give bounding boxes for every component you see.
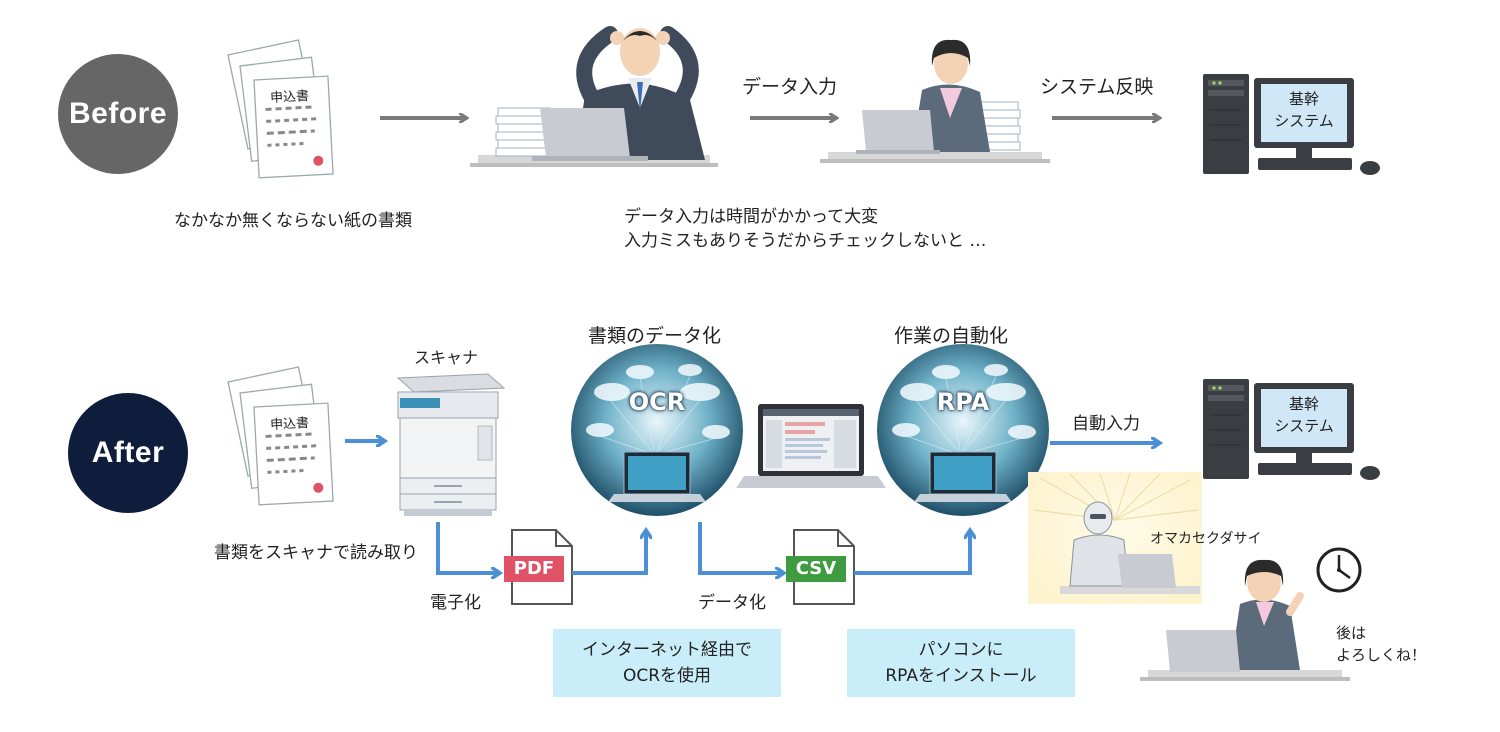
arrow-pdf-to-ocr bbox=[572, 532, 646, 575]
label-scanner: スキャナ bbox=[414, 348, 479, 367]
server-before-line1: 基幹 bbox=[1288, 90, 1319, 108]
csv-badge-label: CSV bbox=[795, 558, 837, 579]
before-badge: Before bbox=[58, 54, 178, 174]
paper-forms-after-icon bbox=[227, 366, 334, 506]
label-data-conversion: データ化 bbox=[698, 593, 766, 613]
ocr-globe-label: OCR bbox=[628, 388, 686, 416]
note-rpa-installed: パソコンに RPAをインストール bbox=[847, 629, 1075, 697]
ocr-cloud-globe-icon bbox=[571, 344, 743, 516]
relaxed-worker-illustration bbox=[1140, 559, 1350, 681]
before-label: Before bbox=[68, 97, 168, 130]
after-badge: After bbox=[68, 393, 188, 513]
server-after-line1: 基幹 bbox=[1288, 395, 1319, 413]
caption-paper-documents: なかなか無くならない紙の書類 bbox=[174, 211, 412, 231]
note-ocr-line2: OCRを使用 bbox=[622, 666, 712, 686]
server-screen-text-after: 基幹 システム bbox=[1261, 393, 1347, 437]
core-system-server-before-icon bbox=[1203, 74, 1380, 175]
paper-forms-before-icon bbox=[227, 39, 334, 179]
stressed-worker-illustration bbox=[470, 26, 718, 167]
caption-scan-documents: 書類をスキャナで読み取り bbox=[214, 543, 418, 563]
worker-speech-text: 後は よろしくね！ bbox=[1336, 622, 1426, 666]
worker-speech-line1: 後は bbox=[1336, 624, 1367, 642]
form-label-before: 申込書 bbox=[269, 88, 310, 107]
data-entry-worker-illustration bbox=[820, 39, 1050, 163]
after-label: After bbox=[91, 436, 165, 469]
label-data-entry: データ入力 bbox=[742, 76, 838, 98]
server-before-line2: システム bbox=[1274, 112, 1334, 130]
form-label-after: 申込書 bbox=[269, 415, 310, 434]
caption-worker-problem: データ入力は時間がかかって大変 入力ミスもありそうだからチェックしないと … bbox=[624, 205, 986, 253]
caption-worker-line2: 入力ミスもありそうだからチェックしないと … bbox=[624, 231, 987, 251]
core-system-server-after-icon bbox=[1203, 379, 1380, 480]
pdf-badge-label: PDF bbox=[513, 558, 555, 579]
rpa-globe-label: RPA bbox=[936, 388, 990, 416]
note-ocr-via-internet: インターネット経由で OCRを使用 bbox=[553, 629, 781, 697]
caption-worker-line1: データ入力は時間がかかって大変 bbox=[624, 207, 879, 227]
laptop-software-icon bbox=[736, 404, 886, 488]
server-screen-text-before: 基幹 システム bbox=[1261, 88, 1347, 132]
worker-speech-line2: よろしくね！ bbox=[1336, 646, 1427, 664]
title-task-automation: 作業の自動化 bbox=[894, 325, 1009, 347]
label-system-reflect: システム反映 bbox=[1040, 76, 1154, 98]
robot-speech-text: オマカセクダサイ bbox=[1150, 531, 1262, 547]
label-auto-input: 自動入力 bbox=[1072, 414, 1140, 434]
arrow-ocr-to-csv bbox=[698, 522, 782, 573]
clock-icon bbox=[1316, 547, 1362, 593]
rpa-cloud-globe-icon bbox=[877, 344, 1049, 516]
robot-assistant-illustration bbox=[1028, 472, 1202, 604]
title-document-digitization: 書類のデータ化 bbox=[588, 325, 722, 347]
arrow-csv-to-rpa bbox=[854, 532, 970, 575]
note-rpa-line1: パソコンに bbox=[918, 640, 1004, 660]
arrow-scanner-to-pdf bbox=[436, 522, 498, 573]
note-rpa-line2: RPAをインストール bbox=[885, 666, 1037, 686]
label-digitize: 電子化 bbox=[430, 593, 481, 613]
note-ocr-line1: インターネット経由で bbox=[582, 640, 752, 660]
server-after-line2: システム bbox=[1274, 417, 1334, 435]
scanner-icon bbox=[396, 373, 506, 516]
